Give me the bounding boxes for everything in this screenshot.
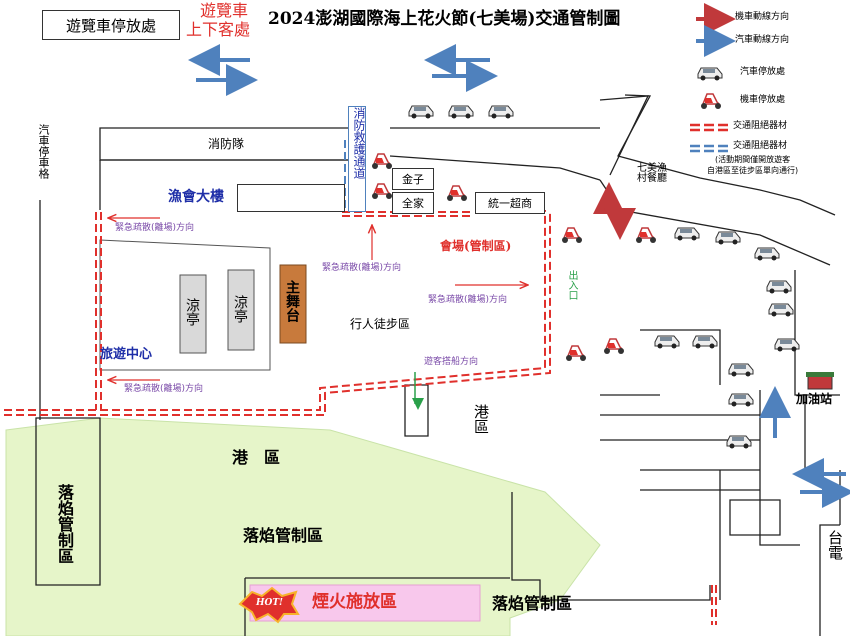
car-icon [764, 275, 794, 295]
legend-barrier-open: 交通阻絕器材 [733, 141, 788, 151]
pavilion2-label: 涼亭 [232, 295, 248, 323]
pedestrian-zone-label: 行人徒步區 [350, 317, 411, 331]
fallout-center-label: 落焰管制區 [243, 526, 324, 545]
gas-station-icon [806, 372, 834, 390]
car-icon [446, 100, 476, 120]
car-icon [772, 333, 802, 353]
gas-station-label: 加油站 [796, 392, 833, 406]
family-mart-label: 全家 [392, 192, 434, 214]
legend-barrier: 交通阻絕器材 [733, 121, 788, 131]
scooter-arrows [593, 3, 736, 240]
pavilion2-shape [227, 269, 255, 351]
scooter-icon [562, 340, 588, 364]
car-icon [672, 222, 702, 242]
evac-arrows [108, 218, 528, 380]
car-icon [713, 226, 743, 246]
scooter-icon [632, 222, 658, 246]
venue-label: 會場(管制區) [440, 239, 512, 253]
legend-scooter-direction: 機車動線方向 [735, 12, 790, 22]
fallout-zone-shape [5, 417, 601, 636]
legend-note-1: (活動期間僅開放遊客 [715, 155, 791, 164]
scooter-icon [443, 180, 469, 204]
car-icon [652, 330, 682, 350]
road-outlines [35, 94, 841, 636]
harbor-area-label: 港區 [472, 404, 490, 434]
evac-right-label: 緊急疏散(離場)方向 [428, 295, 508, 305]
main-stage-label: 主舞台 [284, 280, 300, 322]
car-icon [406, 100, 436, 120]
taipower-label: 台電 [826, 530, 844, 560]
scooter-icon [368, 148, 394, 172]
jinzi-label: 金子 [392, 168, 434, 190]
hot-badge-text: HOT! [256, 598, 283, 608]
fallout-bottom-label: 落焰管制區 [492, 594, 573, 613]
scooter-icon [558, 222, 584, 246]
main-stage-shape [279, 264, 307, 344]
evac-mid-label: 緊急疏散(離場)方向 [322, 263, 402, 273]
restaurant-label: 七美漁村餐廳 [637, 163, 667, 184]
car-arrows [188, 25, 850, 508]
car-icon [766, 298, 796, 318]
fire-brigade-label: 消防隊 [208, 137, 245, 151]
legend-note-2: 自港區至徒步區單向通行) [707, 166, 799, 175]
car-icon [690, 330, 720, 350]
exit-label: 出入口 [566, 270, 577, 300]
fishermen-building-label: 漁會大樓 [168, 189, 224, 205]
legend-scooter-parking: 機車停放處 [740, 95, 786, 105]
evac-bottom-label: 緊急疏散(離場)方向 [124, 384, 204, 394]
car-icon [726, 358, 756, 378]
legend-car-direction: 汽車動線方向 [735, 35, 790, 45]
car-icon [724, 430, 754, 450]
fishermen-building-box [237, 184, 345, 212]
legend-scooter-icon [697, 88, 723, 112]
boarding-direction-label: 遊客搭船方向 [424, 357, 479, 367]
evac-top-label: 緊急疏散(離場)方向 [115, 223, 195, 233]
map-title: 2024澎湖國際海上花火節(七美場)交通管制圖 [268, 9, 621, 29]
pavilion1-shape [179, 274, 207, 354]
car-icon [726, 388, 756, 408]
car-icon [752, 242, 782, 262]
scooter-icon [600, 333, 626, 357]
fire-rescue-lane-label: 消防救護通道 [348, 106, 366, 212]
car-parking-left-label: 汽車停車格 [37, 124, 50, 179]
visitor-center-label: 旅遊中心 [100, 347, 153, 362]
harbor-area-left-label: 港 區 [232, 448, 281, 467]
legend-car-icon [695, 62, 725, 82]
seven-eleven-label: 統一超商 [475, 192, 545, 214]
scooter-icon [368, 178, 394, 202]
legend-car-parking: 汽車停放處 [740, 67, 786, 77]
pavilion1-label: 涼亭 [184, 298, 200, 326]
bus-dropoff-line1: 遊覽車 [200, 1, 249, 20]
hot-badge-icon [238, 586, 300, 624]
bus-parking-label: 遊覽車停放處 [42, 10, 180, 40]
bus-dropoff-line2: 上下客處 [186, 20, 251, 39]
car-icon [486, 100, 516, 120]
fallout-left-label: 落焰管制區 [55, 484, 74, 564]
fireworks-zone-label: 煙火施放區 [312, 592, 397, 612]
